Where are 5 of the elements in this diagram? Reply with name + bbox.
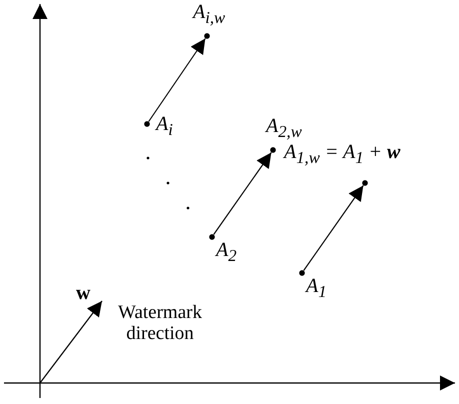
arrow (303, 185, 364, 271)
caption-text: Watermark direction (117, 303, 203, 345)
vector-label: w (76, 282, 92, 304)
arrow (148, 38, 206, 122)
arrow (213, 152, 272, 235)
